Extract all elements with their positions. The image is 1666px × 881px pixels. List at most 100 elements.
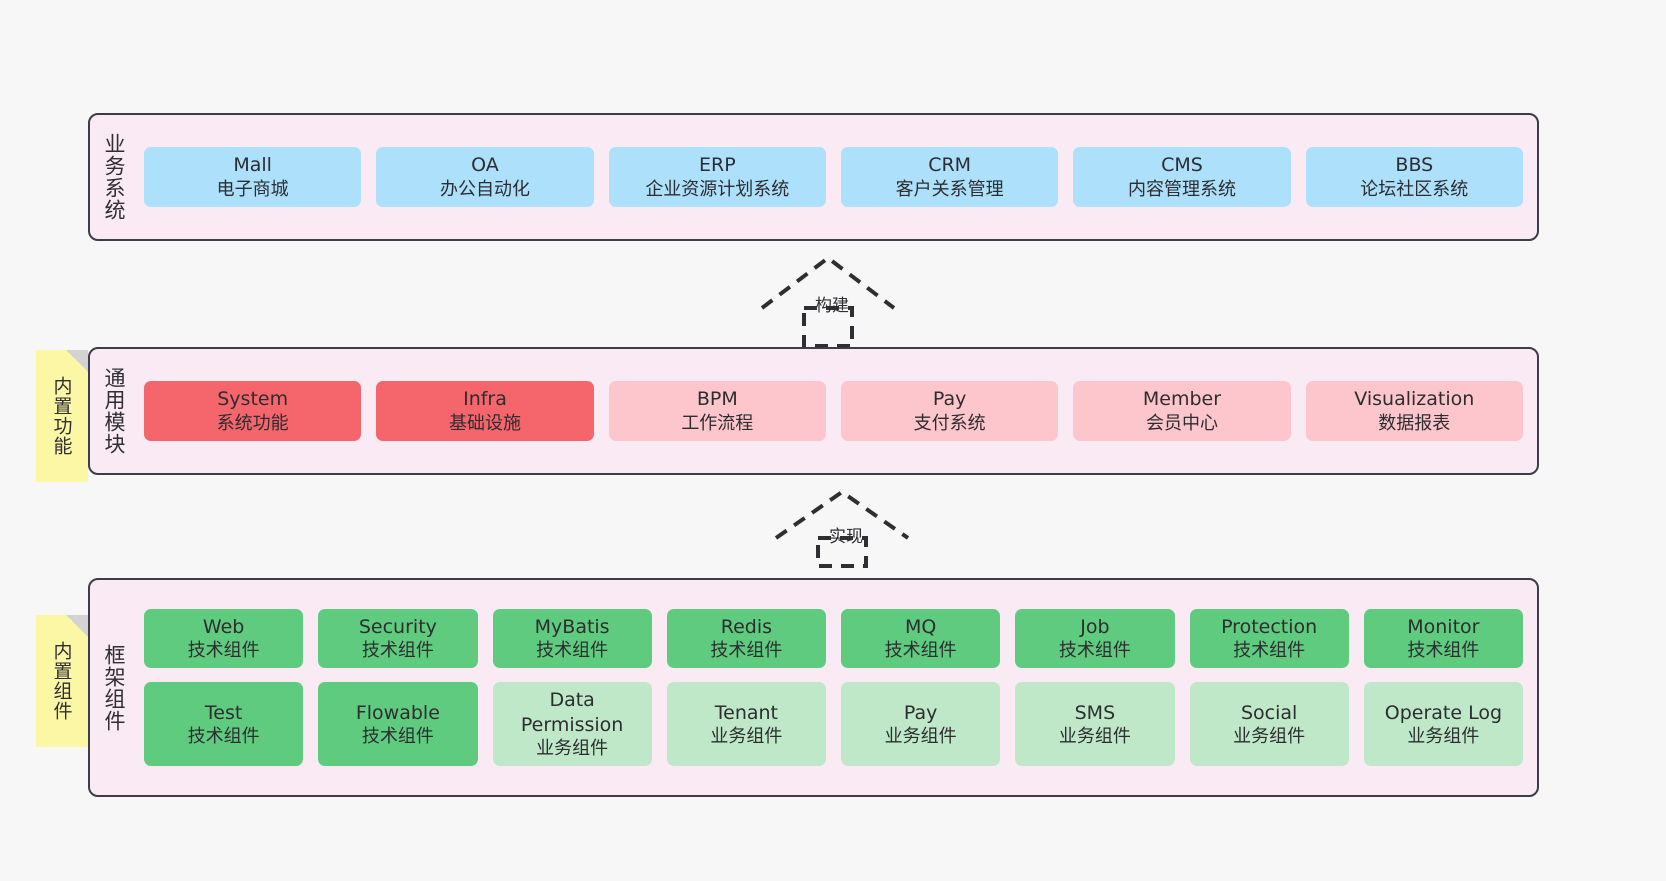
card-protection[interactable]: Protection 技术组件 [1189, 609, 1349, 669]
card-title: Security [358, 616, 437, 638]
card-title: BPM [696, 388, 738, 411]
card-monitor[interactable]: Monitor 技术组件 [1363, 609, 1523, 669]
layer-common-modules: 通用模块 System 系统功能 Infra 基础设施 BPM 工作流程 Pay… [88, 347, 1539, 475]
card-subtitle: 业务组件 [884, 725, 957, 747]
card-title: Mall [233, 154, 272, 177]
card-sms[interactable]: SMS 业务组件 [1015, 682, 1175, 766]
card-web[interactable]: Web 技术组件 [144, 609, 304, 669]
card-subtitle: 技术组件 [710, 640, 783, 662]
generalization-stem [816, 536, 868, 568]
card-subtitle: 技术组件 [361, 725, 434, 747]
card-bbs[interactable]: BBS 论坛社区系统 [1305, 147, 1523, 207]
card-subtitle: 业务组件 [536, 737, 609, 759]
card-title: Test [204, 701, 243, 724]
card-subtitle: 技术组件 [1407, 640, 1480, 662]
row-business-systems: Mall 电子商城 OA 办公自动化 ERP 企业资源计划系统 CRM 客户关系… [144, 147, 1523, 207]
card-title: Job [1080, 616, 1110, 638]
card-security[interactable]: Security 技术组件 [318, 609, 478, 669]
card-visualization[interactable]: Visualization 数据报表 [1305, 381, 1523, 441]
card-test[interactable]: Test 技术组件 [144, 682, 304, 766]
card-operate-log[interactable]: Operate Log 业务组件 [1363, 682, 1523, 766]
card-mall[interactable]: Mall 电子商城 [144, 147, 362, 207]
card-subtitle: 数据报表 [1378, 412, 1451, 434]
card-mybatis[interactable]: MyBatis 技术组件 [492, 609, 652, 669]
card-title: Web [202, 616, 245, 638]
card-title: SMS [1074, 701, 1116, 724]
card-title: CRM [928, 154, 972, 177]
card-subtitle: 技术组件 [884, 640, 957, 662]
card-member[interactable]: Member 会员中心 [1073, 381, 1291, 441]
generalization-stem [802, 306, 854, 348]
card-subtitle: 业务组件 [1233, 725, 1306, 747]
card-title: Redis [720, 616, 773, 638]
card-title: Operate Log [1384, 701, 1503, 724]
generalization-arrowhead [774, 489, 910, 540]
row-business-components: Test 技术组件 Flowable 技术组件 Data Permission … [144, 682, 1523, 766]
card-subtitle: 客户关系管理 [895, 178, 1004, 200]
card-social[interactable]: Social 业务组件 [1189, 682, 1349, 766]
card-crm[interactable]: CRM 客户关系管理 [840, 147, 1059, 207]
card-title: Social [1240, 701, 1298, 724]
card-subtitle: 论坛社区系统 [1360, 178, 1469, 200]
card-system[interactable]: System 系统功能 [144, 381, 362, 441]
card-subtitle: 内容管理系统 [1127, 178, 1236, 200]
card-pay[interactable]: Pay 支付系统 [840, 381, 1059, 441]
connector-implement-label: 实现 [829, 527, 863, 547]
card-title: Flowable [355, 701, 440, 724]
layer-framework-components: 框架组件 Web 技术组件 Security 技术组件 MyBatis 技术组件… [88, 578, 1539, 797]
card-title: MyBatis [534, 616, 610, 638]
card-tenant[interactable]: Tenant 业务组件 [666, 682, 826, 766]
card-subtitle: 支付系统 [913, 412, 986, 434]
card-oa[interactable]: OA 办公自动化 [376, 147, 594, 207]
row-technical-components: Web 技术组件 Security 技术组件 MyBatis 技术组件 Redi… [144, 609, 1523, 669]
connector-build: 构建 [752, 252, 932, 348]
card-title: Monitor [1407, 616, 1480, 638]
card-title: Protection [1221, 616, 1318, 638]
note-label: 内置组件 [50, 641, 73, 721]
card-title: Tenant [714, 701, 778, 724]
note-built-in-functions: 内置功能 [36, 350, 88, 482]
card-title: MQ [904, 616, 937, 638]
card-cms[interactable]: CMS 内容管理系统 [1073, 147, 1291, 207]
card-mq[interactable]: MQ 技术组件 [841, 609, 1001, 669]
card-title: Member [1142, 388, 1222, 411]
layer-title-common-modules: 通用模块 [102, 367, 127, 455]
card-subtitle: 技术组件 [361, 640, 434, 662]
layer-body-common-modules: System 系统功能 Infra 基础设施 BPM 工作流程 Pay 支付系统… [138, 349, 1537, 473]
card-subtitle: 技术组件 [536, 640, 609, 662]
card-infra[interactable]: Infra 基础设施 [376, 381, 594, 441]
card-title: CMS [1161, 154, 1203, 177]
card-title: OA [471, 154, 499, 177]
card-title: Data Permission [520, 689, 624, 736]
generalization-arrowhead [760, 255, 896, 310]
card-title: Pay [903, 701, 938, 724]
card-bpm[interactable]: BPM 工作流程 [608, 381, 826, 441]
card-flowable[interactable]: Flowable 技术组件 [318, 682, 478, 766]
card-subtitle: 企业资源计划系统 [645, 178, 790, 200]
card-erp[interactable]: ERP 企业资源计划系统 [608, 147, 826, 207]
card-subtitle: 业务组件 [1058, 725, 1131, 747]
note-label: 内置功能 [50, 376, 73, 456]
card-job[interactable]: Job 技术组件 [1015, 609, 1175, 669]
card-title: Infra [463, 388, 507, 411]
layer-body-framework-components: Web 技术组件 Security 技术组件 MyBatis 技术组件 Redi… [138, 580, 1537, 795]
card-redis[interactable]: Redis 技术组件 [666, 609, 826, 669]
connector-implement: 实现 [766, 488, 946, 568]
card-title: Visualization [1354, 388, 1475, 411]
card-title: ERP [698, 154, 736, 177]
connector-build-label: 构建 [815, 296, 849, 316]
card-subtitle: 业务组件 [1407, 725, 1480, 747]
card-title: System [217, 388, 289, 411]
card-title: Pay [932, 388, 967, 411]
card-subtitle: 技术组件 [187, 725, 260, 747]
card-subtitle: 办公自动化 [439, 178, 530, 200]
card-subtitle: 电子商城 [216, 178, 289, 200]
card-subtitle: 业务组件 [710, 725, 783, 747]
card-data-permission[interactable]: Data Permission 业务组件 [492, 682, 652, 766]
card-pay-component[interactable]: Pay 业务组件 [841, 682, 1001, 766]
layer-title-framework-components: 框架组件 [102, 643, 127, 732]
card-subtitle: 系统功能 [216, 412, 289, 434]
card-subtitle: 技术组件 [1233, 640, 1306, 662]
card-subtitle: 工作流程 [681, 412, 754, 434]
